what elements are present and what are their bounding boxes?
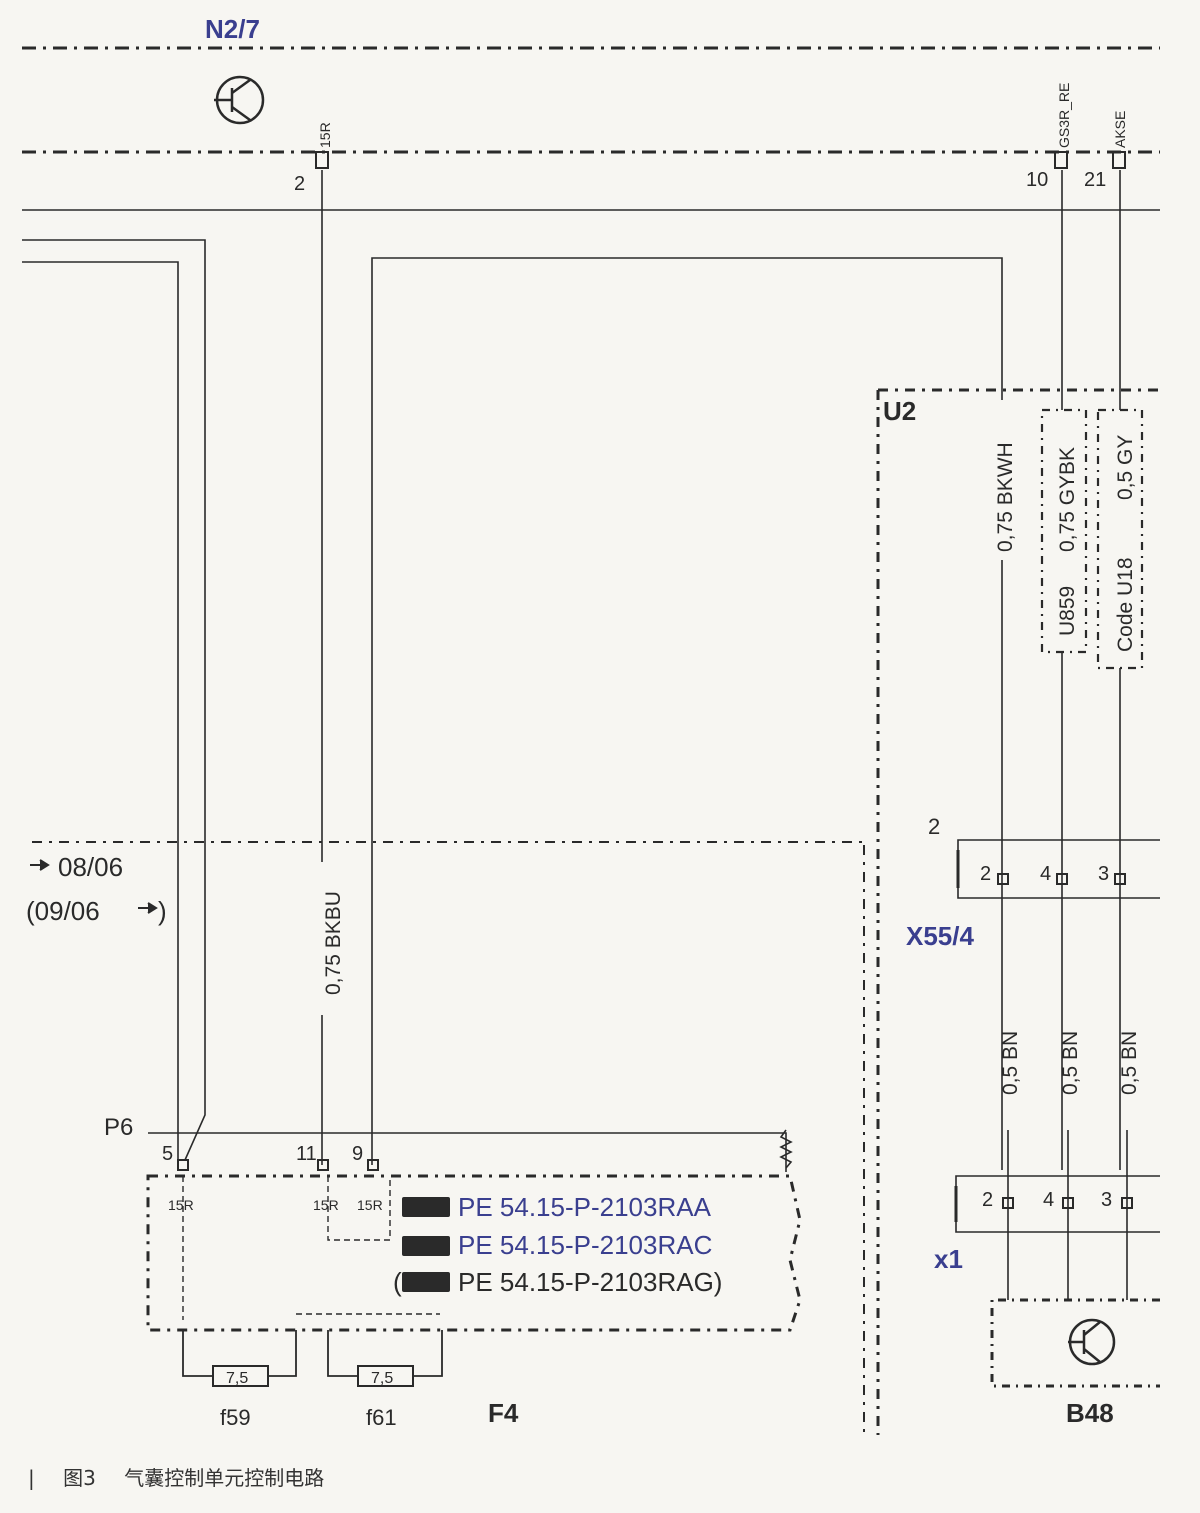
caption-title: 气囊控制单元控制电路 xyxy=(124,1466,325,1490)
reference-icon xyxy=(402,1197,450,1292)
pin-number: 9 xyxy=(352,1143,363,1165)
reference-rag-open: ( xyxy=(393,1267,402,1297)
wire-bkwh xyxy=(371,257,1003,1170)
wire-label: 0,5 GY xyxy=(1114,435,1137,500)
caption-mark: | xyxy=(28,1466,35,1490)
f59-fuse xyxy=(212,1365,269,1387)
f61-wiring xyxy=(327,1330,443,1377)
p6-break-mark xyxy=(779,1129,793,1169)
wire-label: 0,5 BN xyxy=(1059,1031,1082,1095)
pin-number: 4 xyxy=(1040,863,1051,885)
pin-number: 3 xyxy=(1098,863,1109,885)
wire-left-inner xyxy=(22,261,179,1160)
f61-fuse xyxy=(357,1365,414,1387)
n2-7-pin-2-terminal xyxy=(315,151,329,169)
signal-name: GS3R_RE xyxy=(1056,83,1072,148)
reference-raa: PE 54.15-P-2103RAA xyxy=(458,1192,712,1222)
pin-number: 4 xyxy=(1043,1189,1054,1211)
signal-name: 15R xyxy=(317,122,333,148)
wire-label: 0,5 BN xyxy=(999,1031,1022,1095)
label-f59: f59 xyxy=(220,1405,251,1430)
label-n2-7: N2/7 xyxy=(205,14,260,44)
u2-boundary xyxy=(876,388,1160,1435)
label-x55-4: X55/4 xyxy=(906,921,974,951)
wire-label: 0,75 GYBK xyxy=(1056,447,1079,552)
pin-number: 2 xyxy=(982,1189,993,1211)
n2-7-pin-21-terminal xyxy=(1112,151,1126,169)
u859-box xyxy=(1040,408,1088,654)
b48-transistor-icon xyxy=(1068,1318,1116,1366)
b48-box xyxy=(990,1298,1160,1388)
date-note-from: (09/06 xyxy=(26,896,100,926)
date-note-until: 08/06 xyxy=(58,852,123,882)
reference-rac: PE 54.15-P-2103RAC xyxy=(458,1230,712,1260)
pin-number: 2 xyxy=(980,863,991,885)
caption-figure-number: 图3 xyxy=(63,1466,96,1490)
wire-label: 0,75 BKWH xyxy=(994,442,1017,552)
arrow-right-icon xyxy=(138,902,158,914)
pin-number: 3 xyxy=(1101,1189,1112,1211)
transistor-icon xyxy=(214,75,265,125)
label-b48: B48 xyxy=(1066,1398,1114,1428)
label-x1: x1 xyxy=(934,1244,963,1274)
arrow-right-icon xyxy=(30,859,50,871)
reference-rag: PE 54.15-P-2103RAG) xyxy=(458,1267,722,1297)
label-u2: U2 xyxy=(883,396,916,426)
figure-caption: | 图3 气囊控制单元控制电路 xyxy=(28,1462,346,1491)
pin-number: 2 xyxy=(294,173,305,195)
label-f4: F4 xyxy=(488,1398,519,1428)
signal-name: AKSE xyxy=(1112,111,1128,148)
fuse-rating: 7,5 xyxy=(371,1370,393,1387)
code-label: Code U18 xyxy=(1114,557,1137,652)
signal-name: 15R xyxy=(168,1197,194,1213)
p6-connector xyxy=(148,1132,787,1172)
n2-7-pin-10-terminal xyxy=(1054,151,1068,169)
date-note-from-close: ) xyxy=(158,896,167,926)
signal-name: 15R xyxy=(313,1197,339,1213)
fuse-rating: 7,5 xyxy=(226,1370,248,1387)
connector-number: 2 xyxy=(928,814,940,839)
wire-left-outer xyxy=(22,239,206,1161)
f4-boundary xyxy=(146,1174,802,1332)
f59-wiring xyxy=(182,1330,297,1377)
pin-number: 5 xyxy=(162,1143,173,1165)
code-label: U859 xyxy=(1056,586,1079,636)
label-p6: P6 xyxy=(104,1114,133,1141)
wire-label: 0,75 BKBU xyxy=(322,891,345,995)
pin-number: 10 xyxy=(1026,169,1048,191)
wire-label: 0,5 BN xyxy=(1118,1031,1141,1095)
pin-number: 21 xyxy=(1084,169,1106,191)
label-f61: f61 xyxy=(366,1405,397,1430)
signal-name: 15R xyxy=(357,1197,383,1213)
pin-number: 11 xyxy=(296,1143,317,1165)
code-u18-box xyxy=(1096,408,1144,670)
f4-internal-dashed xyxy=(182,1176,440,1320)
